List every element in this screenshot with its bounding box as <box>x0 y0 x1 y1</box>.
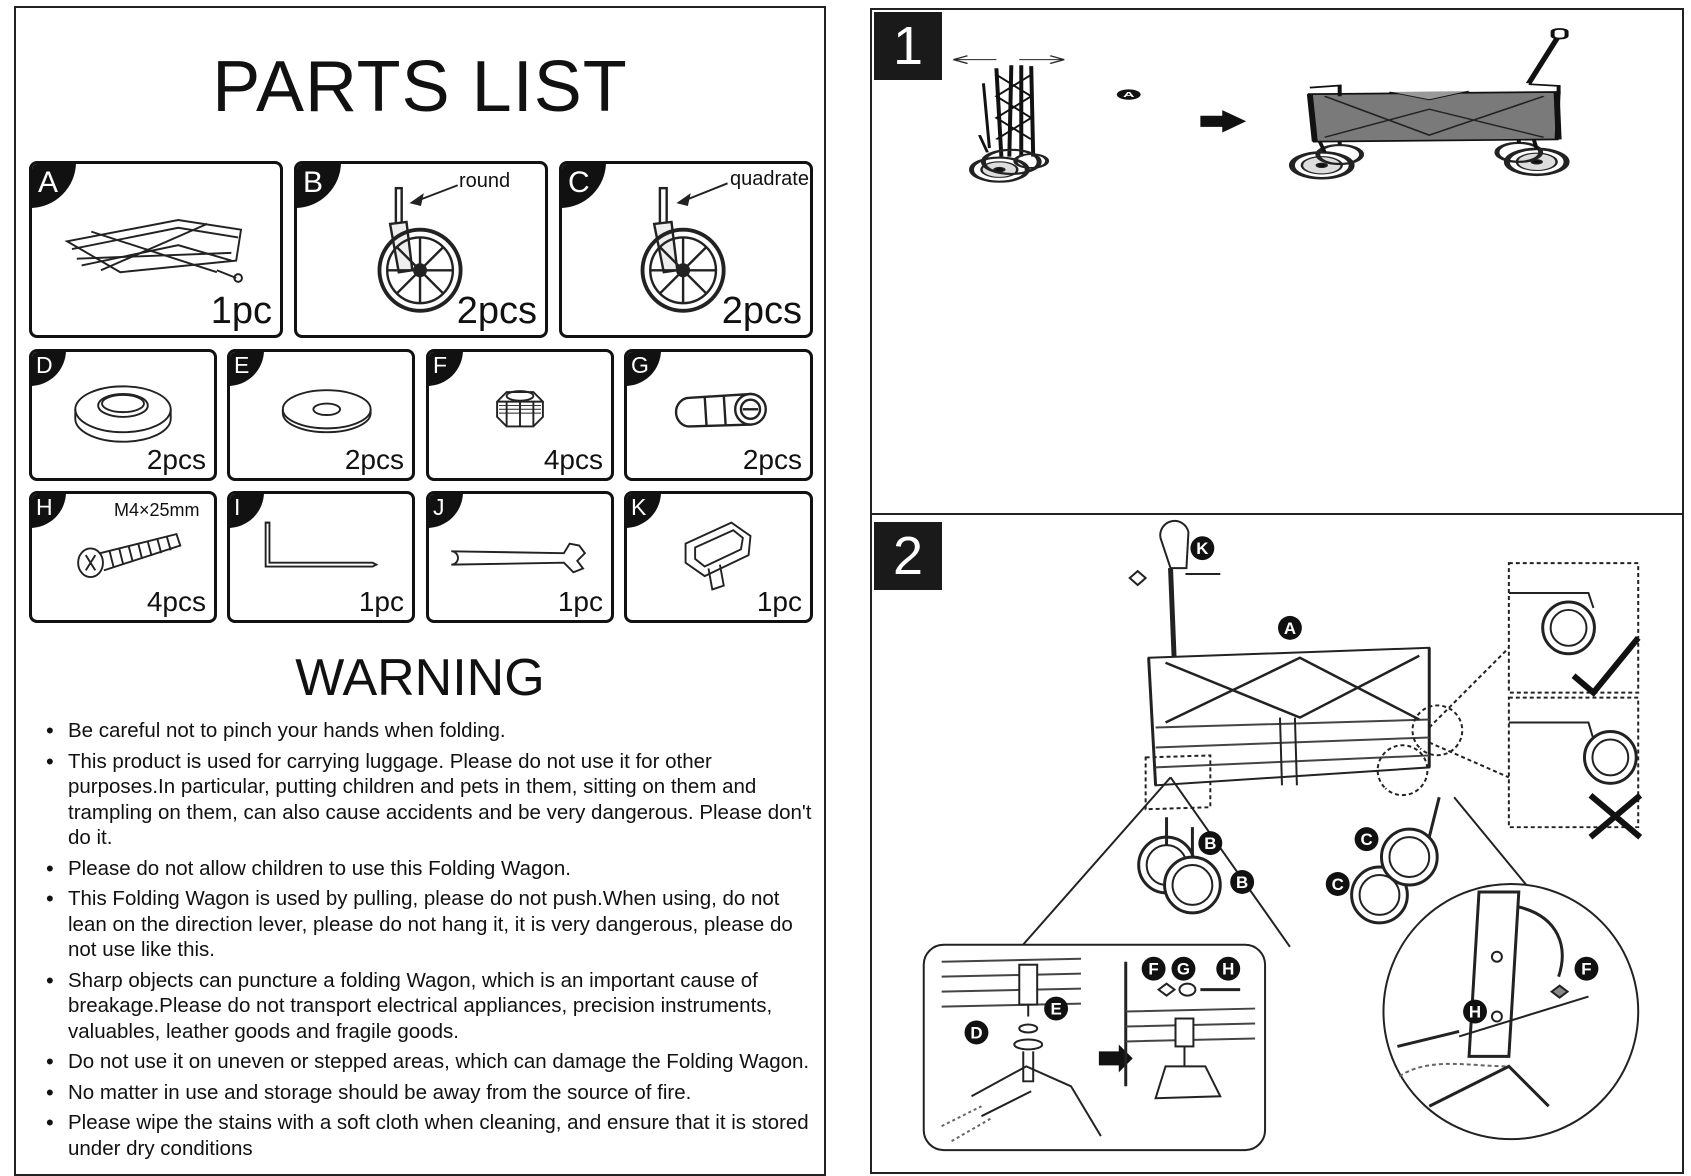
part-a-quantity: 1pc <box>210 290 272 332</box>
part-b-letter: B <box>297 164 341 208</box>
check-mark-icon <box>1571 635 1641 697</box>
step-2-callout-e: E <box>1050 1000 1061 1019</box>
part-k-letter: K <box>627 494 661 528</box>
warning-title: WARNING <box>295 649 545 707</box>
warning-item: Please do not allow children to use this… <box>38 856 818 882</box>
arrow-left-icon <box>952 55 997 64</box>
part-f-quantity: 4pcs <box>543 444 603 475</box>
step-1-illustration: A <box>952 28 1570 183</box>
arrow-right-icon <box>1019 55 1065 64</box>
bushing-sleeve-illustration <box>674 392 767 428</box>
cross-mark-icon <box>1588 793 1643 840</box>
wrench-illustration <box>451 542 587 574</box>
handle-grip-illustration <box>684 521 752 591</box>
warning-item: Be careful not to pinch your hands when … <box>38 718 818 744</box>
part-h-box: H M4×25mm 4pcs <box>29 491 217 623</box>
round-swivel-wheel-illustration <box>377 184 463 313</box>
parts-list-page: PARTS LIST A 1pc <box>14 6 826 1176</box>
flanged-washer-illustration <box>74 385 172 443</box>
step-2-callout-c1: C <box>1360 830 1372 849</box>
step-2-callout-g: G <box>1177 960 1190 979</box>
part-h-note: M4×25mm <box>114 500 200 520</box>
step-2-callout-h: H <box>1222 960 1234 979</box>
part-j-box: J 1pc <box>426 491 614 623</box>
step-2-callout-c2: C <box>1332 875 1344 894</box>
step-2-callout-k: K <box>1196 539 1209 558</box>
bolt-screw-illustration <box>77 532 182 578</box>
part-c-letter: C <box>562 164 606 208</box>
part-k-quantity: 1pc <box>756 586 802 617</box>
warning-item: Do not use it on uneven or stepped areas… <box>38 1049 818 1075</box>
step-2-callout-f2: F <box>1581 960 1591 979</box>
folded-wagon-frame-illustration <box>64 219 243 283</box>
part-e-box: E 2pcs <box>227 349 415 481</box>
step-2-callout-b1: B <box>1204 834 1216 853</box>
step-2-callout-f: F <box>1148 960 1158 979</box>
quadrate-swivel-wheel-illustration <box>640 182 728 313</box>
part-j-quantity: 1pc <box>557 586 603 617</box>
assembly-steps-page: A 1 <box>870 8 1684 1174</box>
part-i-quantity: 1pc <box>358 586 404 617</box>
part-f-box: F 4pcs <box>426 349 614 481</box>
warning-item: This product is used for carrying luggag… <box>38 749 818 851</box>
step-1-callout-a: A <box>1123 91 1135 99</box>
part-c-note: quadrate <box>730 168 809 190</box>
part-c-quantity: 2pcs <box>721 290 802 332</box>
warning-item: No matter in use and storage should be a… <box>38 1080 818 1106</box>
part-e-quantity: 2pcs <box>344 444 404 475</box>
step-2-illustration: K A B B C C F G H E D H F <box>922 520 1643 1152</box>
step-divider <box>872 513 1682 515</box>
part-b-box: B round 2pcs <box>294 161 548 338</box>
step-2-callout-h2: H <box>1469 1003 1481 1022</box>
part-d-box: D 2pcs <box>29 349 217 481</box>
warning-list: Be careful not to pinch your hands when … <box>38 718 818 1166</box>
warning-item: Please wipe the stains with a soft cloth… <box>38 1110 818 1161</box>
parts-list-title: PARTS LIST <box>212 47 628 127</box>
step-2-number: 2 <box>874 522 942 590</box>
warning-item: This Folding Wagon is used by pulling, p… <box>38 886 818 963</box>
lock-nut-illustration <box>496 390 544 428</box>
part-h-letter: H <box>32 494 66 528</box>
part-h-quantity: 4pcs <box>146 586 206 617</box>
arrow-thick-right-icon <box>1200 110 1247 133</box>
part-g-box: G 2pcs <box>624 349 813 481</box>
part-d-quantity: 2pcs <box>146 444 206 475</box>
part-b-note: round <box>459 170 511 192</box>
part-g-quantity: 2pcs <box>742 444 802 475</box>
step-1-number: 1 <box>874 12 942 80</box>
step-2-callout-b2: B <box>1236 873 1248 892</box>
part-c-box: C quadrate 2pcs <box>559 161 813 338</box>
part-b-quantity: 2pcs <box>456 290 537 332</box>
allen-key-illustration <box>264 521 379 568</box>
step-2-callout-d: D <box>970 1023 982 1042</box>
part-k-box: K 1pc <box>624 491 813 623</box>
part-i-box: I 1pc <box>227 491 415 623</box>
flat-washer-illustration <box>281 389 372 434</box>
warning-item: Sharp objects can puncture a folding Wag… <box>38 968 818 1045</box>
part-a-box: A 1pc <box>29 161 283 338</box>
step-2-callout-a: A <box>1284 619 1296 638</box>
